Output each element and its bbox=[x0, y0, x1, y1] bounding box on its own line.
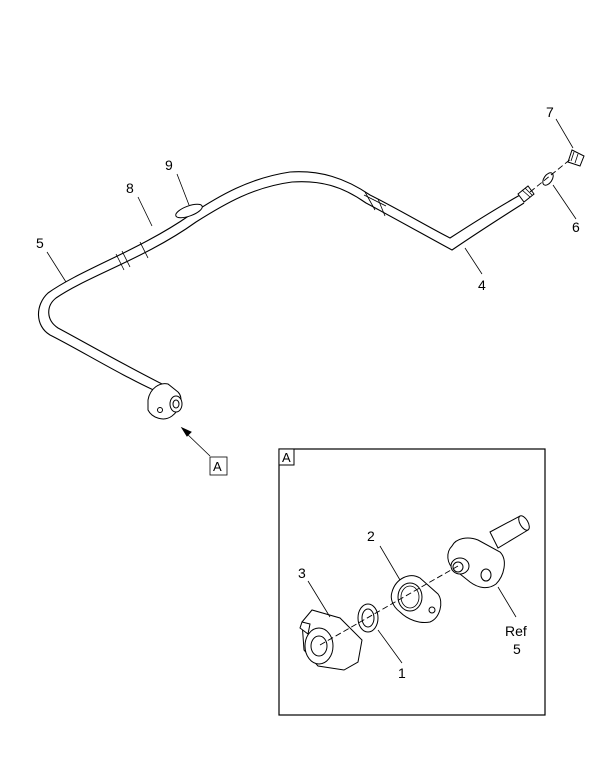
callout-4: 4 bbox=[478, 277, 486, 293]
cap bbox=[567, 149, 585, 167]
svg-text:A: A bbox=[213, 459, 222, 474]
tube-section bbox=[447, 515, 530, 589]
hose-assembly bbox=[37, 149, 585, 420]
callout-5: 5 bbox=[36, 235, 44, 251]
mounting-block bbox=[299, 609, 363, 671]
o-ring bbox=[542, 172, 554, 186]
gasket bbox=[390, 575, 442, 623]
callout-2: 2 bbox=[367, 528, 375, 544]
callout-9: 9 bbox=[165, 157, 173, 173]
callout-6: 6 bbox=[572, 219, 580, 235]
callout-ref-number: 5 bbox=[513, 641, 521, 657]
flange-fitting bbox=[147, 383, 183, 420]
callout-7: 7 bbox=[546, 104, 554, 120]
leader-lines bbox=[46, 118, 577, 457]
callout-8: 8 bbox=[126, 180, 134, 196]
washer bbox=[357, 603, 379, 633]
view-label: A bbox=[209, 456, 228, 476]
callout-ref-word: Ref bbox=[505, 623, 527, 639]
hose-clip bbox=[175, 203, 203, 219]
callout-1: 1 bbox=[398, 665, 406, 681]
callout-3: 3 bbox=[298, 565, 306, 581]
threaded-end bbox=[517, 185, 535, 203]
detail-view-box: A bbox=[278, 448, 546, 716]
detail-box-label: A bbox=[282, 450, 291, 465]
